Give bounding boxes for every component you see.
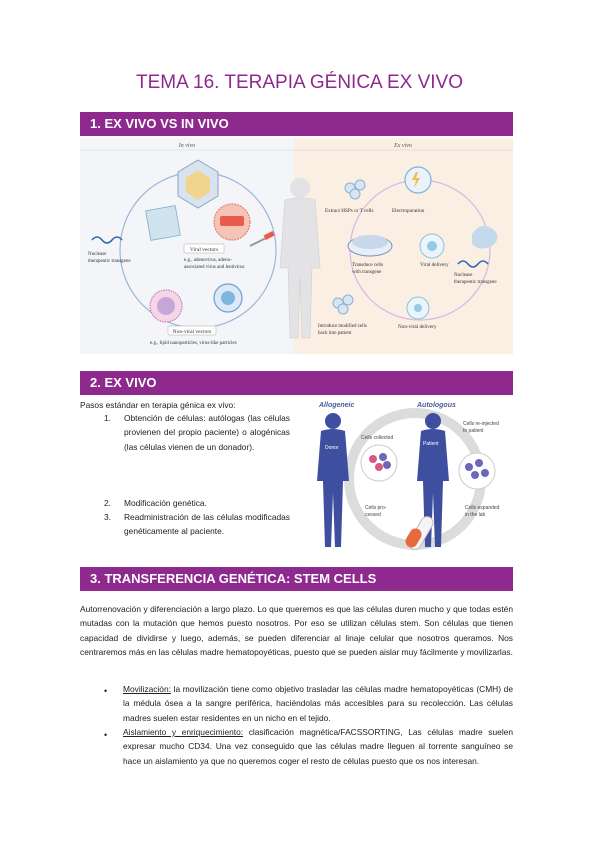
autologous-label: Autologous — [416, 402, 456, 409]
expanded-cells-icon — [458, 452, 496, 490]
dna-icon-right — [457, 260, 489, 268]
non-viral-delivery-label: Non-viral delivery — [398, 324, 437, 330]
donor-label: Donor — [325, 445, 339, 451]
section3-paragraph: Autorrenovación y diferenciación a largo… — [80, 604, 513, 657]
viral-vectors-label: Viral vectors — [190, 247, 218, 253]
section-heading-2: 2. EX VIVO — [80, 371, 513, 395]
svg-text:Nuclease therapeutic trans: Nuclease therapeutic transgene — [454, 273, 497, 285]
bullet-icon: • — [104, 686, 108, 696]
allogeneic-autologous-figure: Allogeneic Autologous Donor Patient Cell… — [317, 402, 501, 550]
nanoparticle-icon — [149, 289, 183, 323]
bullet-aislamiento: Aislamiento y enriquecimiento: clasifica… — [123, 725, 513, 768]
step-number: 1. — [104, 413, 111, 423]
svg-text:Cells re-injected to patie: Cells re-injected to patient — [463, 421, 500, 434]
bullet-text: la movilización tiene como objetivo tras… — [123, 684, 513, 723]
section-heading-3: 3. TRANSFERENCIA GENÉTICA: STEM CELLS — [80, 567, 513, 591]
bullet-icon: • — [104, 730, 108, 740]
in-vivo-label: In vivo — [178, 143, 196, 149]
ex-vivo-label: Ex vivo — [393, 143, 412, 149]
viral-delivery-label: Viral delivery — [420, 262, 449, 268]
cell-cluster-icon — [344, 179, 366, 200]
step-text: Readministración de las células modifica… — [124, 512, 290, 537]
dna-icon — [91, 236, 123, 244]
non-viral-examples: e.g., lipid nanoparticles, virus-like pa… — [150, 341, 237, 346]
non-viral-vectors-label: Non-viral vectors — [173, 329, 212, 335]
svg-text:e.g., adenovirus, adeno- a: e.g., adenovirus, adeno- associated viru… — [184, 258, 244, 270]
step-number: 2. — [104, 498, 111, 508]
svg-text:Transduce cells with trans: Transduce cells with transgene — [352, 263, 384, 275]
bullet-label: Movilización: — [123, 684, 171, 694]
svg-text:Cells expanded in the lab: Cells expanded in the lab — [465, 505, 501, 518]
svg-text:Introduce modified cells b: Introduce modified cells back into patie… — [318, 324, 368, 336]
donor-figure-icon — [317, 413, 349, 547]
liposome-icon — [213, 203, 251, 241]
non-viral-cell-icon — [406, 296, 430, 320]
electroporation-label: Electroporation — [392, 208, 425, 214]
bullet-label: Aislamiento y enriquecimiento: — [123, 727, 244, 737]
patient-label: Patient — [423, 441, 439, 447]
extract-label: Extract HSPs or T cells — [325, 208, 374, 214]
section2-intro: Pasos estándar en terapia génica ex vivo… — [80, 400, 236, 410]
blob-icon — [472, 225, 498, 249]
in-vivo-ex-vivo-figure: In vivo Ex vivo Nuclease therapeutic tra… — [80, 138, 513, 354]
bullet-text: clasificación magnética/FACSSORTING, Las… — [123, 727, 513, 766]
test-tube-icon — [405, 516, 434, 550]
bullet-mobilizacion: Movilización: la movilización tiene como… — [123, 682, 513, 725]
viral-cell-icon — [419, 233, 445, 259]
step-text: Modificación genética. — [124, 498, 207, 508]
cells-collected-label: Cells collected — [361, 435, 393, 441]
step-number: 3. — [104, 512, 111, 522]
section-heading-1: 1. EX VIVO VS IN VIVO — [80, 112, 513, 136]
petri-dish-icon — [347, 235, 393, 257]
patient-figure-icon — [279, 178, 321, 339]
electroporation-icon — [404, 166, 432, 194]
modified-cells-icon — [332, 294, 354, 315]
page-title: TEMA 16. TERAPIA GÉNICA EX VIVO — [136, 72, 463, 93]
ex-vivo-steps-list: 1. Obtención de células: autólogas (las … — [104, 411, 290, 541]
step-text: Obtención de células: autólogas (las cél… — [124, 413, 290, 452]
virus-like-particle-icon — [213, 283, 243, 313]
allogeneic-label: Allogeneic — [318, 402, 355, 409]
capsid-icon — [145, 205, 181, 241]
virus-icon — [177, 159, 219, 209]
svg-text:Nuclease therapeutic trans: Nuclease therapeutic transgene — [88, 252, 131, 264]
collected-cells-icon — [360, 444, 398, 482]
svg-text:Cells pro- cessed: Cells pro- cessed — [365, 505, 388, 518]
